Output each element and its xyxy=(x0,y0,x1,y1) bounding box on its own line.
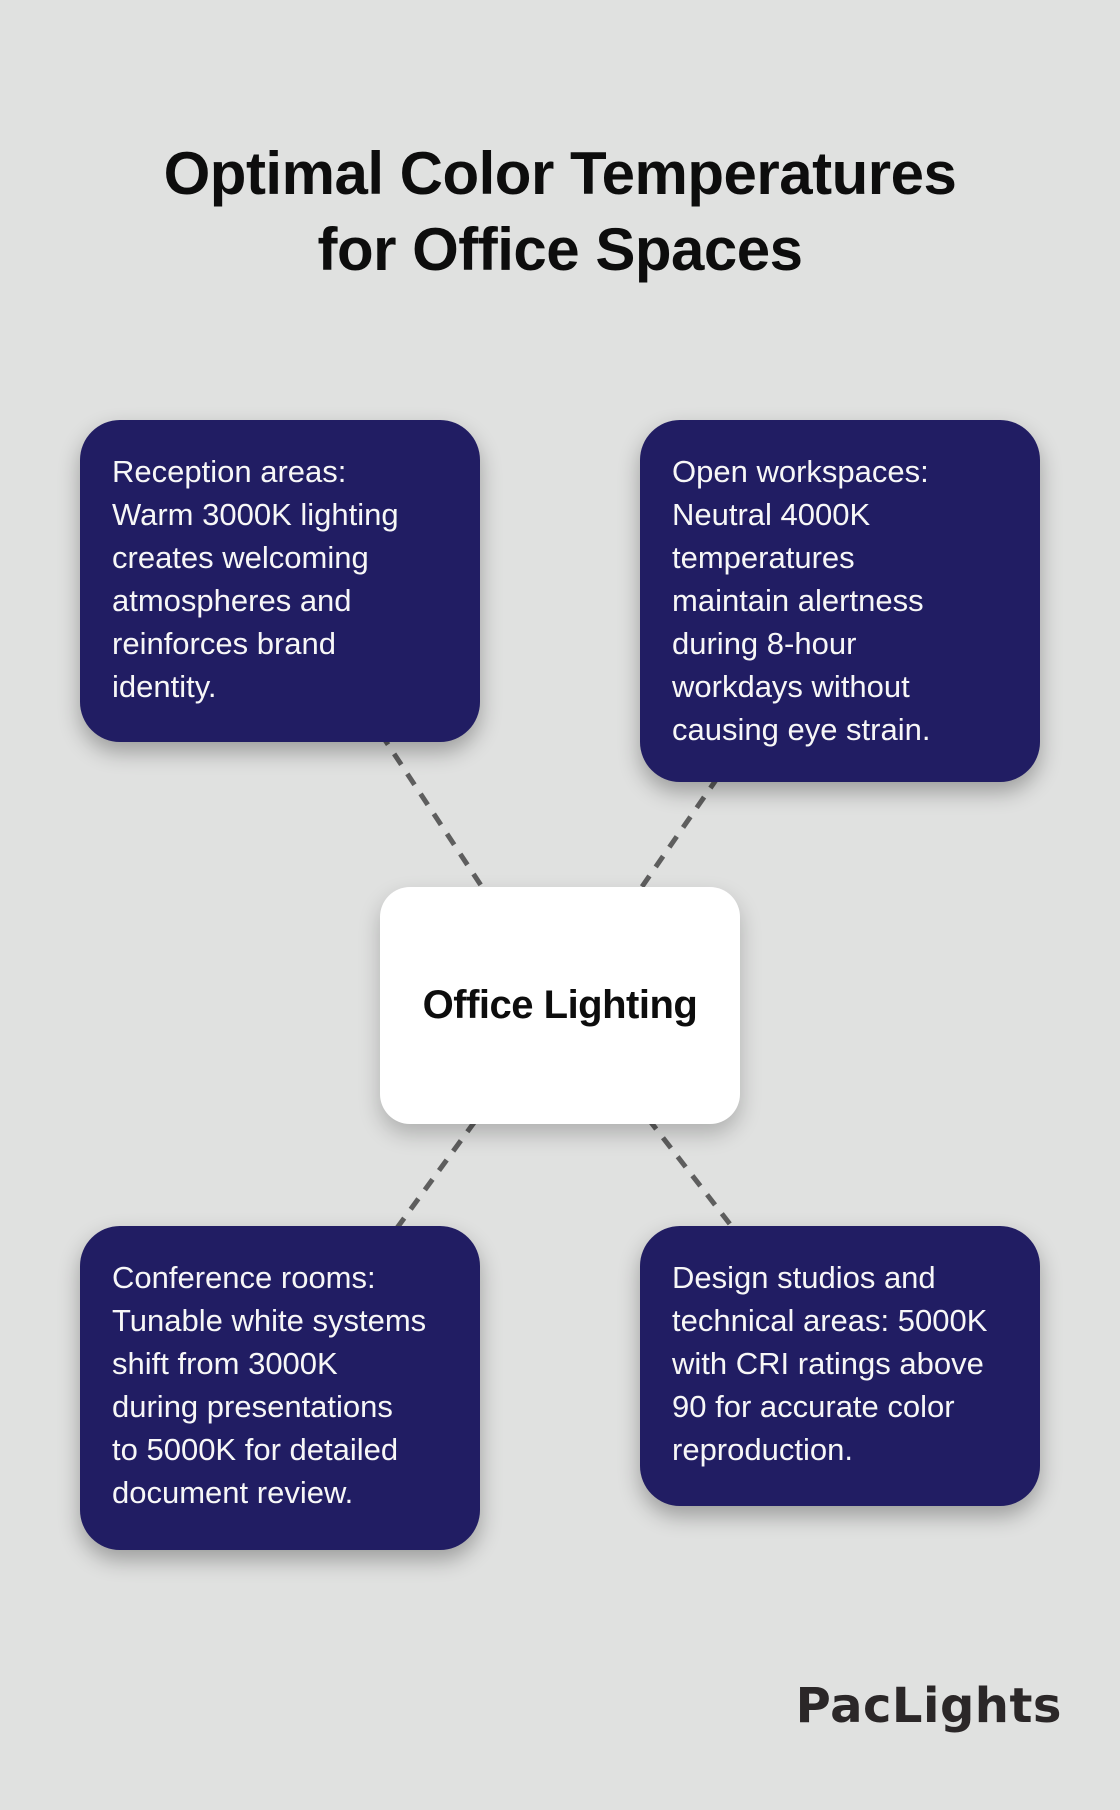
node-design-studios: Design studios and technical areas: 5000… xyxy=(640,1226,1040,1506)
infographic-title: Optimal Color Temperatures for Office Sp… xyxy=(163,140,957,284)
node-conference-rooms: Conference rooms: Tunable white systems … xyxy=(80,1226,480,1550)
node-reception-areas: Reception areas: Warm 3000K lighting cre… xyxy=(80,420,480,742)
node-open-workspaces: Open workspaces: Neutral 4000K temperatu… xyxy=(640,420,1040,782)
central-node: Office Lighting xyxy=(380,887,740,1124)
paclights-logo: PacLights xyxy=(795,1678,1062,1734)
central-node-label: Office Lighting xyxy=(422,983,698,1027)
